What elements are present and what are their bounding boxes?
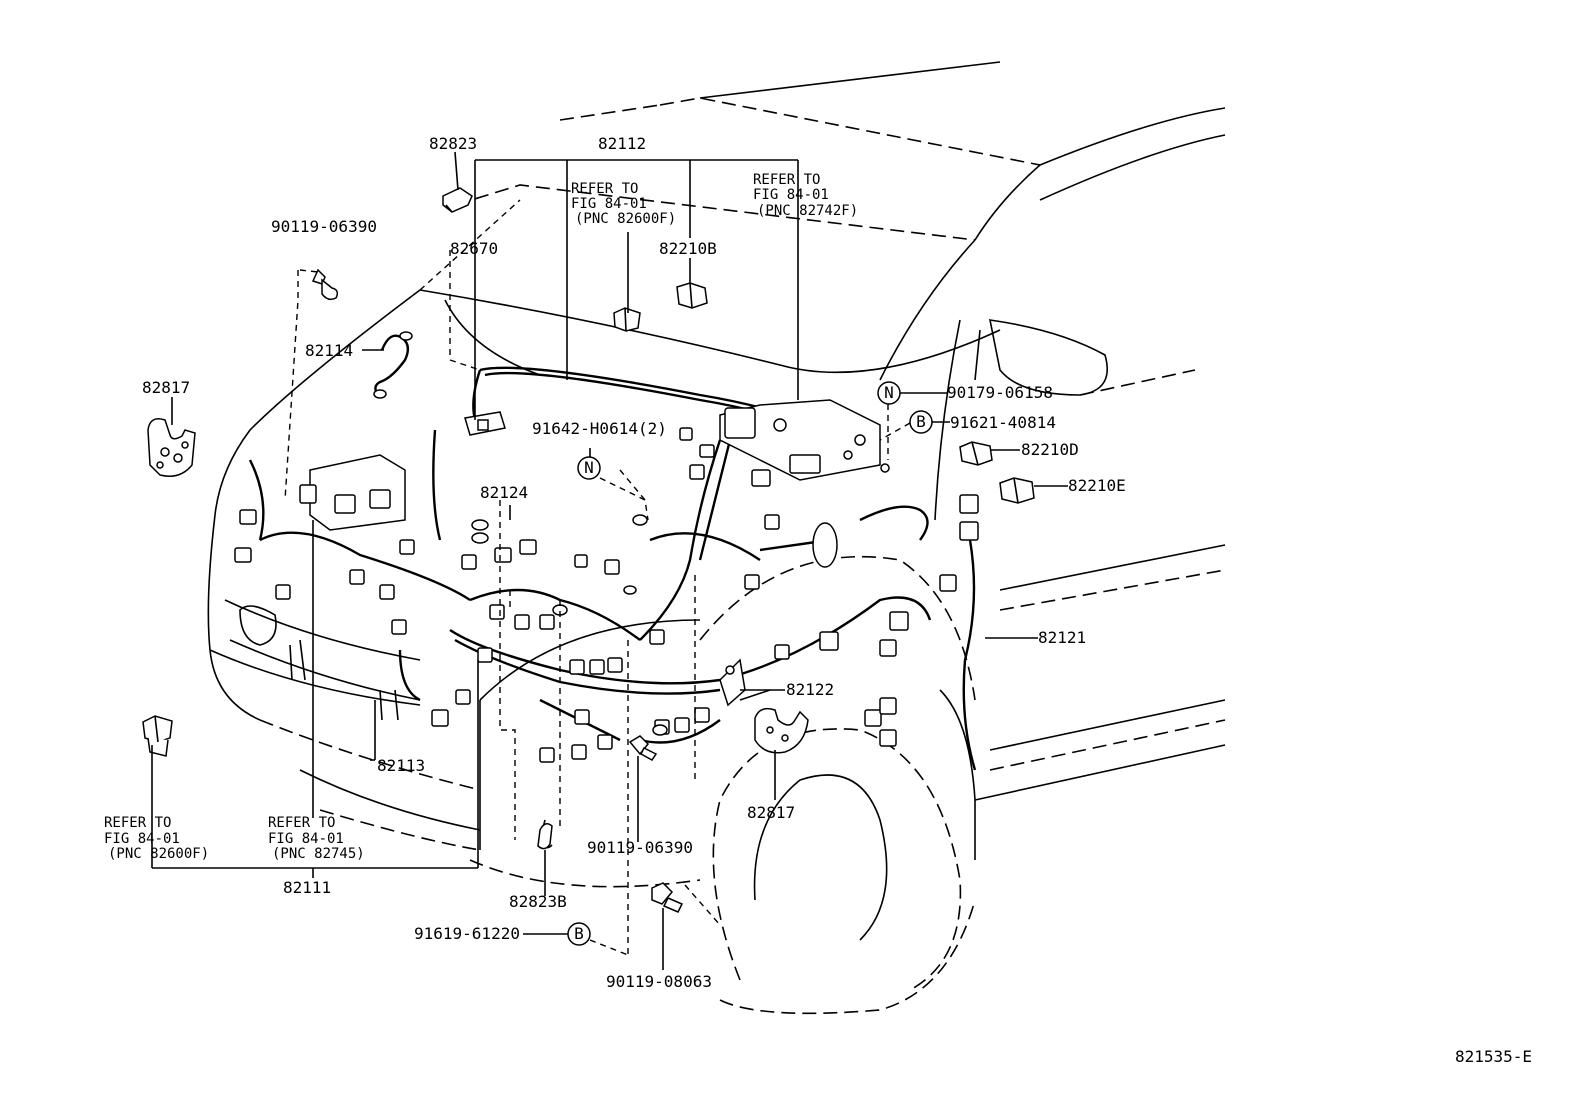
part-82823B-clamp [537,823,553,850]
svg-text:FIG 84-01: FIG 84-01 [753,187,829,203]
callout-82122: 82122 [786,680,834,699]
symbol-b-top: B [909,410,933,434]
svg-text:N: N [884,383,894,402]
part-90119-06390-bolt-bottom [628,735,658,761]
part-82210B-relay [676,282,708,309]
svg-text:REFER TO: REFER TO [104,815,171,831]
svg-text:B: B [916,412,926,431]
callout-82823: 82823 [429,134,477,153]
part-82210E-relay [999,477,1035,504]
svg-text:(PNC 82745): (PNC 82745) [272,846,365,862]
callout-82670: 82670 [450,239,498,258]
svg-text:B: B [574,924,584,943]
part-90119-06390-bolt-top [311,268,339,301]
part-82210D-relay [959,441,993,466]
callout-90119-08063: 90119-08063 [606,972,712,991]
leader-lines [151,151,1068,970]
callout-82113: 82113 [377,756,425,775]
part-82600F-relay-top [613,307,641,332]
callout-82817-left: 82817 [142,378,190,397]
callout-90119-06390-bottom: 90119-06390 [587,838,693,857]
harness-connectors [234,399,979,763]
part-82817-protector-right [754,707,809,754]
part-82823-connector [442,187,473,213]
svg-text:REFER TO: REFER TO [268,815,335,831]
callout-82210E: 82210E [1068,476,1126,495]
callout-82112: 82112 [598,134,646,153]
part-82600F-relay-bottom [142,715,173,757]
svg-text:N: N [584,458,594,477]
refer-note-bottom-left: REFER TO FIG 84-01 (PNC 82600F) [104,815,209,862]
callout-90179-06158: 90179-06158 [947,383,1053,402]
symbol-n-mid: N [577,456,601,480]
callout-82823B: 82823B [509,892,567,911]
refer-note-bottom-center: REFER TO FIG 84-01 (PNC 82745) [268,815,365,862]
callout-82210D: 82210D [1021,440,1079,459]
svg-text:(PNC 82600F): (PNC 82600F) [575,211,676,227]
callout-82210B: 82210B [659,239,717,258]
vehicle-body-outline [207,61,1226,1015]
svg-text:REFER TO: REFER TO [753,172,820,188]
callout-82124: 82124 [480,483,528,502]
callout-90119-06390-top: 90119-06390 [271,217,377,236]
callout-91642-h0614: 91642-H0614(2) [532,419,667,438]
refer-note-top-center: REFER TO FIG 84-01 (PNC 82600F) [571,181,676,227]
part-82114-wire [373,331,413,399]
svg-text:REFER TO: REFER TO [571,181,638,197]
symbol-n-top: N [877,381,901,405]
svg-text:FIG 84-01: FIG 84-01 [268,831,344,847]
callout-82114: 82114 [305,341,353,360]
refer-note-top-right: REFER TO FIG 84-01 (PNC 82742F) [753,172,858,219]
part-82817-protector-left [147,418,196,477]
callout-82111: 82111 [283,878,331,897]
callout-82817-right: 82817 [747,803,795,822]
symbol-b-bottom: B [567,922,591,946]
svg-text:FIG 84-01: FIG 84-01 [104,831,180,847]
callout-82121: 82121 [1038,628,1086,647]
callout-91621-40814: 91621-40814 [950,413,1056,432]
callout-labels: 82823 82112 90119-06390 82670 82210B 821… [142,134,1126,991]
svg-text:(PNC 82600F): (PNC 82600F) [108,846,209,862]
svg-text:FIG 84-01: FIG 84-01 [571,196,647,212]
svg-text:(PNC 82742F): (PNC 82742F) [757,203,858,219]
callout-91619-61220: 91619-61220 [414,924,520,943]
part-90119-08063-bolt [651,882,684,913]
diagram-code: 821535-E [1455,1047,1532,1066]
